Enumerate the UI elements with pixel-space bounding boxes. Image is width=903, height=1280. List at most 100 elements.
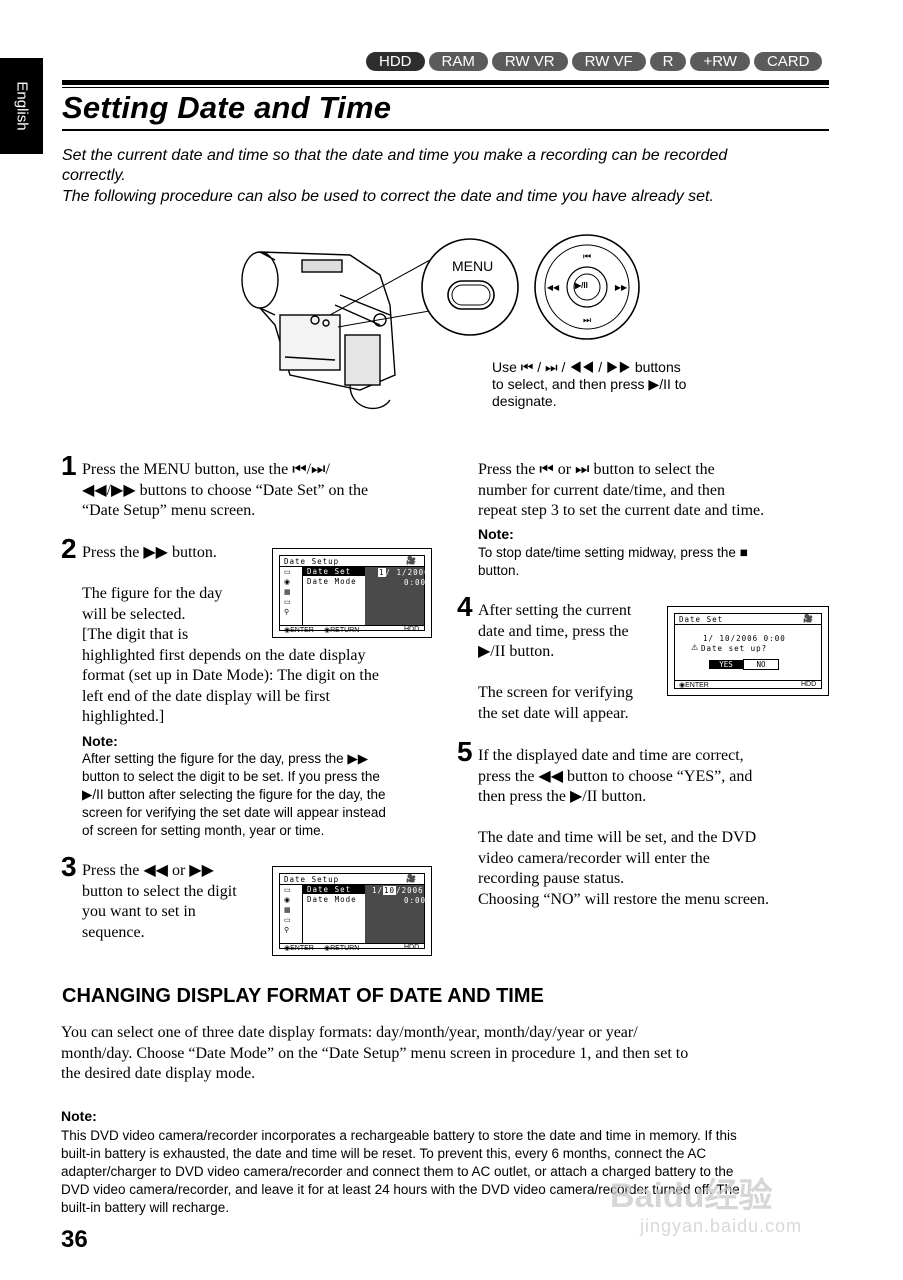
section-heading-display-format: CHANGING DISPLAY FORMAT OF DATE AND TIME [62, 985, 544, 1007]
top-thick-rule [62, 80, 829, 85]
step-2-note-heading: Note: [82, 733, 118, 749]
step-3b-note: To stop date/time setting midway, press … [478, 544, 828, 580]
prev-chapter-icon: ⏮ [583, 251, 591, 261]
step-5-line-1: If the displayed date and time are corre… [478, 747, 744, 764]
intro-line-3: The following procedure can also be used… [62, 188, 714, 205]
watermark: Baidu经验 [610, 1177, 773, 1215]
step-5-line-4: The date and time will be set, and the D… [478, 829, 757, 846]
section-2-paragraph: You can select one of three date display… [61, 1023, 831, 1085]
screen-1-icon-column: ▭◉▦▭⚲ [280, 567, 303, 625]
screen-2-icon-column: ▭◉▦▭⚲ [280, 885, 303, 943]
screen-1-footer-media: HDD [404, 626, 420, 633]
bottom-note-line-1: This DVD video camera/recorder incorpora… [61, 1128, 737, 1143]
screen-2-item-date-mode: Date Mode [307, 895, 357, 904]
rewind-icon: ◀◀ [547, 283, 560, 292]
screen-3-no-option: NO [743, 659, 779, 670]
media-tab-rw-vf: RW VF [571, 52, 646, 71]
media-tab-plus-rw: +RW [690, 52, 750, 71]
menu-label: MENU [452, 258, 494, 274]
step-3-line-1: Press the ◀◀ or ▶▶ [82, 862, 214, 879]
step-2-number: 2 [61, 533, 77, 564]
step-5-line-7: Choosing “NO” will restore the menu scre… [478, 890, 770, 908]
step-5-line-6: recording pause status. [478, 870, 625, 887]
step-1-line-3: “Date Setup” menu screen. [82, 502, 256, 519]
camcorder-illustration: ⏮ ⏭ ◀◀ ▶▶ [241, 234, 640, 410]
step-3-number: 3 [61, 851, 77, 882]
top-thin-rule [62, 87, 829, 88]
screen-3-yes-option: YES [709, 660, 743, 669]
screen-2-header: Date Setup [284, 875, 340, 884]
language-tab: English [0, 58, 43, 154]
date-setup-screen-2: Date Setup 🎥 ▭◉▦▭⚲ Date Set Date Mode 1/… [272, 866, 432, 956]
step-3-text: Press the ◀◀ or ▶▶ button to select the … [82, 861, 272, 943]
fast-forward-icon: ▶▶ [615, 283, 628, 292]
screen-1-selected-digit: 1 [378, 568, 386, 577]
bottom-note-line-3: adapter/charger to DVD video camera/reco… [61, 1164, 734, 1179]
step-5-line-2: press the ◀◀ button to choose “YES”, and [478, 767, 753, 785]
media-tab-hdd: HDD [366, 52, 425, 71]
step-4-result: The screen for verifying the set date wi… [478, 683, 668, 724]
step-5-line-3: then press the ▶/II button. [478, 788, 647, 805]
screen-3-date-line: 1/ 10/2006 0:00 [703, 634, 786, 643]
intro-line-2: correctly. [62, 167, 126, 184]
step-5-result: The date and time will be set, and the D… [478, 828, 838, 910]
language-tab-label: English [13, 81, 30, 131]
media-tab-rw-vr: RW VR [491, 52, 568, 71]
caption-line-1: Use ⏮ / ⏭ / ◀◀ / ▶▶ buttons [492, 359, 681, 375]
illustration-caption: Use ⏮ / ⏭ / ◀◀ / ▶▶ buttons to select, a… [492, 359, 686, 410]
watermark-url: jingyan.baidu.com [640, 1216, 803, 1236]
step-2-note-line-4: screen for verifying the set date will a… [82, 805, 386, 820]
screen-3-header: Date Set [679, 615, 724, 624]
step-4-line-1: After setting the current [478, 602, 632, 619]
screen-2-footer-enter: ◉ENTER [284, 945, 314, 952]
bottom-note-heading: Note: [61, 1108, 97, 1124]
step-2-note-line-1: After setting the figure for the day, pr… [82, 751, 369, 766]
step-3-continued: Press the ⏮ or ⏭ button to select the nu… [478, 460, 828, 522]
camera-mode-icon: 🎥 [406, 874, 416, 883]
camcorder-icon [241, 251, 396, 410]
caption-line-2: to select, and then press ▶/II to [492, 376, 687, 392]
step-4-line-3: ▶/II button. [478, 643, 555, 660]
screen-1-item-date-mode: Date Mode [307, 577, 357, 586]
step-4-text: After setting the current date and time,… [478, 601, 668, 663]
dial-play-label: ▶/II [575, 281, 588, 290]
date-set-confirm-screen: Date Set 🎥 1/ 10/2006 0:00 ⚠ Date set up… [667, 606, 829, 696]
step-1-line-1: Press the MENU button, use the ⏮/⏭/ [82, 461, 330, 478]
step-2-line-3: will be selected. [82, 605, 186, 623]
bottom-note-line-2: built-in battery is exhausted, the date … [61, 1146, 707, 1161]
screen-2-time-value: 0:00 [404, 896, 427, 905]
step-5-line-5: video camera/recorder will enter the [478, 849, 710, 867]
screen-2-date-rest: /2006 [396, 886, 424, 895]
title-underline [62, 129, 829, 131]
camera-mode-icon: 🎥 [406, 556, 416, 565]
screen-2-date-pre: 1/ [372, 886, 384, 895]
section-2-line-2: month/day. Choose “Date Mode” on the “Da… [61, 1044, 689, 1062]
step-1-number: 1 [61, 450, 77, 481]
step-1-text: Press the MENU button, use the ⏮/⏭/ ◀◀/▶… [82, 460, 452, 522]
page-number: 36 [61, 1226, 88, 1253]
step-3b-note-line-1: To stop date/time setting midway, press … [478, 545, 748, 560]
step-5-number: 5 [457, 736, 473, 767]
screen-3-footer-media: HDD [801, 681, 817, 688]
screen-1-date-rest: / 1/2006 [385, 568, 430, 577]
step-2-line-4: [The digit that is [82, 626, 189, 643]
warning-icon: ⚠ [691, 643, 699, 652]
caption-line-3: designate. [492, 393, 557, 409]
step-2-line-5: highlighted first depends on the date di… [82, 646, 366, 664]
step-2-line-6: format (set up in Date Mode): The digit … [82, 667, 379, 684]
step-4-number: 4 [457, 591, 473, 622]
step-3-line-3: you want to set in [82, 903, 196, 920]
intro-line-1: Set the current date and time so that th… [62, 147, 728, 164]
page-title: Setting Date and Time [62, 90, 392, 125]
screen-1-footer-enter: ◉ENTER [284, 627, 314, 634]
screen-3-footer-enter: ◉ENTER [679, 682, 709, 689]
play-pause-button-icon [566, 266, 608, 308]
step-2-line-1: Press the ▶▶ button. [82, 544, 217, 561]
step-2-note-line-3: ▶/II button after selecting the figure f… [82, 787, 386, 802]
screen-2-footer-media: HDD [404, 944, 420, 951]
step-2-note-line-5: of screen for setting month, year or tim… [82, 823, 325, 838]
screen-1-time-value: 0:00 [404, 578, 427, 587]
screen-2-date-value: 1/10/2006 [372, 886, 424, 895]
step-2-line-7: left end of the date display will be fir… [82, 687, 330, 705]
screen-1-date-value: 1/ 1/2006 [378, 568, 430, 577]
